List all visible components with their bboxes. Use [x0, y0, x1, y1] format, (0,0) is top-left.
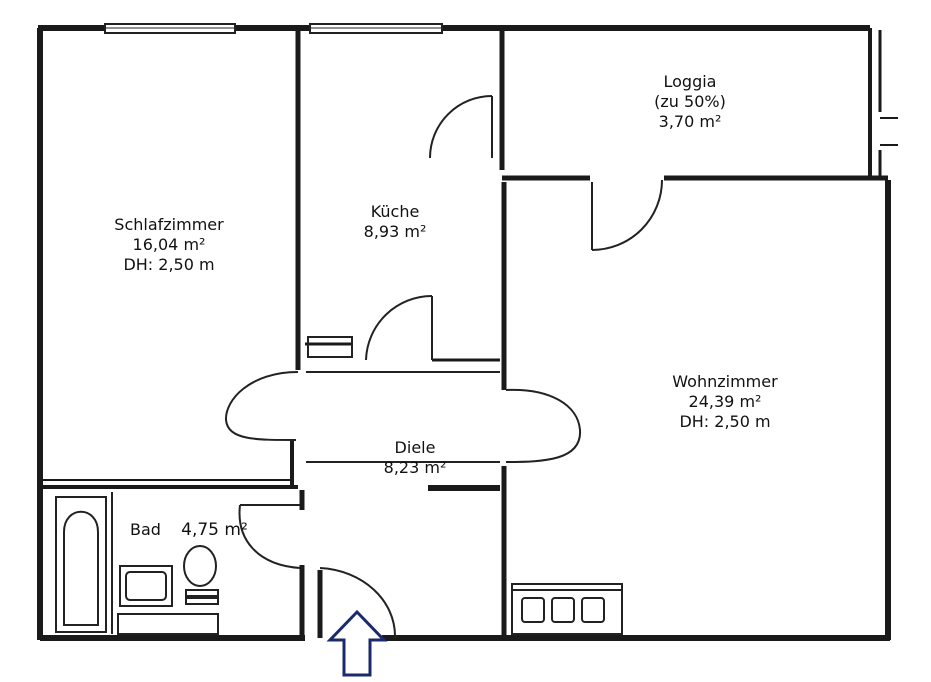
- room-area: 16,04 m²: [132, 235, 206, 254]
- door-swings: [224, 95, 663, 639]
- interior-walls: [40, 28, 888, 638]
- room-area: 24,39 m²: [688, 392, 762, 411]
- room-label-kueche: Küche 8,93 m²: [330, 202, 460, 242]
- room-name: Bad: [130, 520, 161, 539]
- room-name: Schlafzimmer: [114, 215, 224, 234]
- room-area: 8,23 m²: [383, 458, 447, 477]
- room-note: (zu 50%): [654, 92, 726, 111]
- entrance-arrow-icon: [326, 609, 388, 677]
- room-name: Küche: [370, 202, 420, 221]
- room-label-diele: Diele 8,23 m²: [350, 438, 480, 478]
- room-label-loggia: Loggia (zu 50%) 3,70 m²: [625, 72, 755, 132]
- room-name: Diele: [394, 438, 436, 457]
- room-label-schlafzimmer: Schlafzimmer 16,04 m² DH: 2,50 m: [84, 215, 254, 275]
- windows: [104, 23, 443, 34]
- bathroom-fixtures: [55, 492, 219, 635]
- room-area: 4,75 m²: [181, 520, 248, 540]
- room-height: DH: 2,50 m: [123, 255, 215, 274]
- room-label-wohnzimmer: Wohnzimmer 24,39 m² DH: 2,50 m: [645, 372, 805, 432]
- room-height: DH: 2,50 m: [679, 412, 771, 431]
- room-name: Loggia: [663, 72, 717, 91]
- room-area: 8,93 m²: [363, 222, 427, 241]
- kitchenette-unit: [511, 583, 623, 635]
- outer-walls: [37, 25, 898, 641]
- room-label-bad: Bad 4,75 m²: [130, 520, 270, 540]
- room-name: Wohnzimmer: [672, 372, 778, 391]
- room-area: 3,70 m²: [658, 112, 722, 131]
